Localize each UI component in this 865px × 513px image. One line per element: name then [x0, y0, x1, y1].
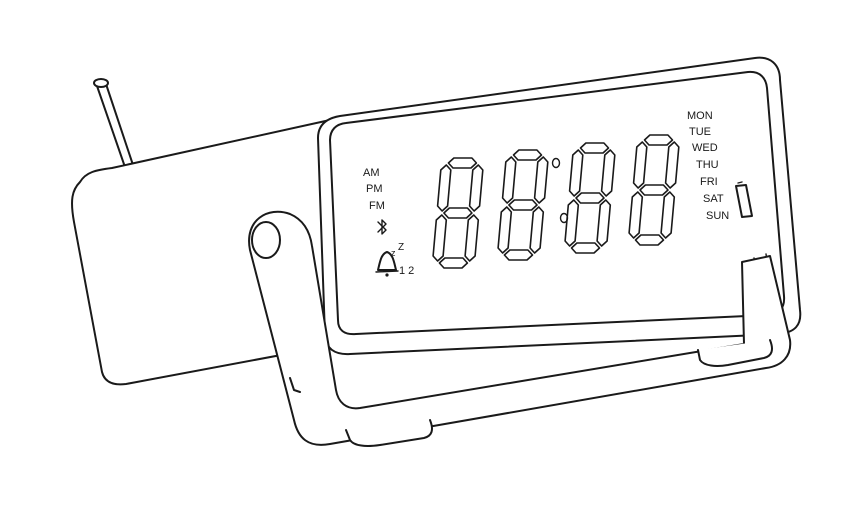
digit-2-segment-e: [497, 206, 513, 254]
day-label-wed: WED: [692, 142, 718, 154]
time-colon: [551, 157, 569, 224]
alarm-bell-icon: [375, 251, 399, 277]
digit-2-segment-c: [529, 206, 545, 254]
digit-3-segment-d: [570, 242, 601, 254]
digit-4-segment-f: [632, 141, 648, 189]
digit-3-segment-f: [568, 149, 584, 197]
digit-1: [432, 157, 484, 269]
mode-label-pm: PM: [366, 183, 383, 195]
digit-2-segment-b: [533, 156, 549, 204]
bluetooth-icon: [377, 219, 387, 235]
antenna: [93, 78, 135, 171]
digit-3-segment-g: [575, 192, 605, 204]
day-label-fri: FRI: [700, 176, 718, 188]
digit-1-segment-c: [464, 214, 480, 262]
digit-2-segment-g: [508, 199, 538, 211]
mode-label-am: AM: [363, 167, 380, 179]
battery-icon: [735, 181, 753, 218]
digit-4: [628, 134, 680, 246]
snooze-mark-large: Z: [398, 242, 404, 253]
day-label-tue: TUE: [689, 126, 711, 138]
digit-1-segment-g: [443, 207, 473, 219]
digit-1-segment-f: [436, 164, 452, 212]
digit-1-segment-e: [432, 214, 448, 262]
digit-4-segment-g: [639, 184, 669, 196]
day-label-thu: THU: [696, 159, 719, 171]
digit-4-segment-c: [660, 191, 676, 239]
digit-3: [564, 142, 616, 254]
alarm-numbers: 1 2: [399, 265, 414, 277]
digit-4-segment-b: [664, 141, 680, 189]
day-label-mon: MON: [687, 110, 713, 122]
digit-2-segment-a: [512, 149, 543, 161]
digit-2-segment-f: [501, 156, 517, 204]
digit-3-segment-e: [564, 199, 580, 247]
stand: [248, 210, 792, 446]
day-label-sat: SAT: [703, 193, 724, 205]
digit-3-segment-c: [596, 199, 612, 247]
digit-1-segment-b: [468, 164, 484, 212]
digit-display: [432, 134, 680, 269]
mode-label-fm: FM: [369, 200, 385, 212]
feet: [289, 339, 773, 447]
day-label-sun: SUN: [706, 210, 729, 222]
digit-1-segment-d: [438, 257, 469, 269]
digit-1-segment-a: [447, 157, 478, 169]
day-labels: MON TUE WED THU FRI SAT SUN: [687, 110, 729, 222]
snooze-mark-small: z: [391, 248, 396, 258]
digit-3-segment-a: [579, 142, 610, 154]
digit-2: [497, 149, 549, 261]
digit-4-segment-e: [628, 191, 644, 239]
mode-labels: AM PM FM: [363, 167, 385, 212]
digit-3-segment-b: [600, 149, 616, 197]
digit-4-segment-a: [643, 134, 674, 146]
digit-4-segment-d: [634, 234, 665, 246]
digit-2-segment-d: [503, 249, 534, 261]
